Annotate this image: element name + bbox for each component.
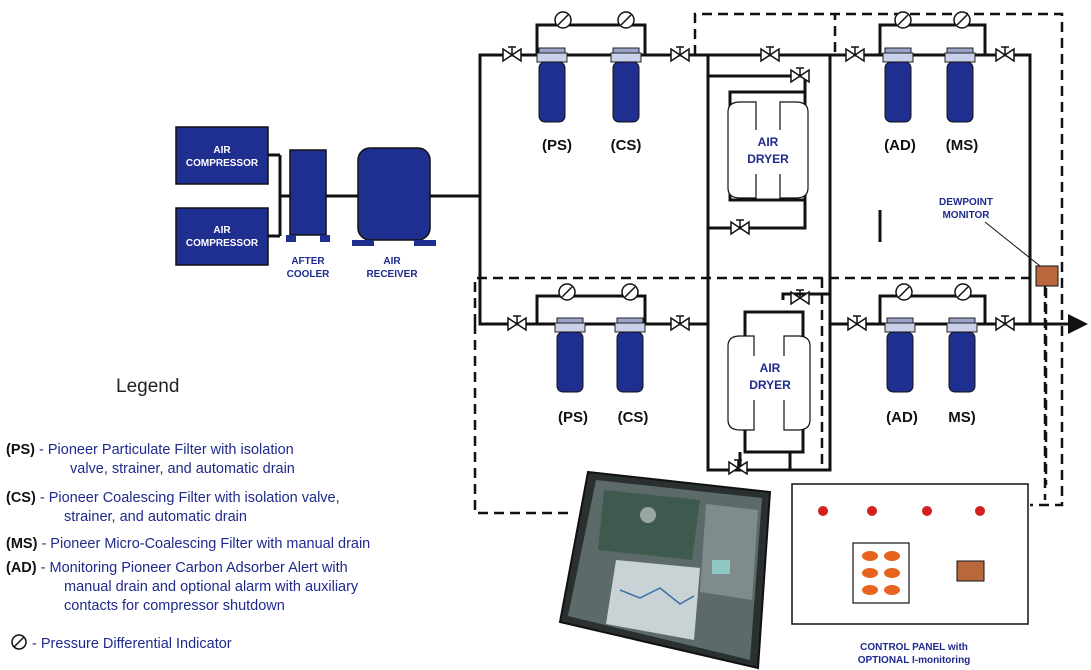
code-ms-top: (MS) xyxy=(946,137,979,154)
dryer-top-label: DRYER xyxy=(747,152,789,166)
control-panel-label-1: CONTROL PANEL with xyxy=(860,642,968,653)
code-ad-bottom: (AD) xyxy=(886,409,918,426)
svg-text:AIR: AIR xyxy=(760,361,781,375)
filter-ad-top xyxy=(883,48,913,122)
valve-icon xyxy=(996,47,1014,61)
legend-title: Legend xyxy=(116,376,179,398)
air-dryer-bottom: AIR DRYER xyxy=(728,312,810,452)
after-cooler-label-1: AFTER xyxy=(291,256,325,267)
code-ps-bottom: (PS) xyxy=(558,409,588,426)
pressure-gauge-icon xyxy=(622,284,638,300)
pressure-gauge-icon xyxy=(896,284,912,300)
filter-ms-bottom xyxy=(947,318,977,392)
valve-icon xyxy=(996,316,1014,330)
legend-item-cs: (CS) - Pioneer Coalescing Filter with is… xyxy=(6,489,340,527)
filter-ms-top xyxy=(945,48,975,122)
pressure-gauge-icon xyxy=(555,12,571,28)
indicator-light-icon xyxy=(867,506,877,516)
filter-ps-bottom xyxy=(555,318,585,392)
valve-icon xyxy=(508,316,526,330)
receiver-label-2: RECEIVER xyxy=(366,269,418,280)
pressure-gauge-icon xyxy=(954,12,970,28)
pressure-gauge-icon xyxy=(559,284,575,300)
filter-ps-top xyxy=(537,48,567,122)
filter-cs-top xyxy=(611,48,641,122)
compressor-2-label: COMPRESSOR xyxy=(186,238,259,249)
indicator-light-icon xyxy=(818,506,828,516)
indicator-light-icon xyxy=(975,506,985,516)
valve-icon xyxy=(848,316,866,330)
control-panel: CONTROL PANEL with OPTIONAL I-monitoring xyxy=(792,484,1028,666)
pressure-gauge-icon xyxy=(618,12,634,28)
dewpoint-label-1: DEWPOINT xyxy=(939,197,993,208)
dryer-bottom-label: DRYER xyxy=(749,378,791,392)
valve-icon xyxy=(761,47,779,61)
code-cs-bottom: (CS) xyxy=(618,409,649,426)
dewpoint-monitor: DEWPOINT MONITOR xyxy=(939,197,1058,286)
after-cooler: AFTER COOLER xyxy=(286,150,330,280)
valve-icon xyxy=(791,68,809,82)
air-dryer-top: AIR DRYER xyxy=(728,92,808,200)
pressure-gauge-icon xyxy=(955,284,971,300)
filter-cs-bottom xyxy=(615,318,645,392)
valve-icon xyxy=(791,290,809,304)
code-ps-top: (PS) xyxy=(542,137,572,154)
valve-icon xyxy=(671,47,689,61)
outlet-arrow-icon xyxy=(1068,314,1088,334)
legend-item-ad: (AD) - Monitoring Pioneer Carbon Adsorbe… xyxy=(6,559,358,616)
receiver-label-1: AIR xyxy=(383,256,401,267)
pressure-differential-icon xyxy=(10,633,28,651)
svg-text:AIR: AIR xyxy=(758,135,779,149)
code-cs-top: (CS) xyxy=(611,137,642,154)
pressure-gauge-icon xyxy=(895,12,911,28)
legend-item-ms: (MS) - Pioneer Micro-Coalescing Filter w… xyxy=(6,535,370,554)
svg-text:AIR: AIR xyxy=(213,145,231,156)
filter-ad-bottom xyxy=(885,318,915,392)
monitoring-screen xyxy=(560,472,770,668)
air-compressor-2: AIR COMPRESSOR xyxy=(176,208,268,265)
dewpoint-label-2: MONITOR xyxy=(942,210,990,221)
legend-item-ps: (PS) - Pioneer Particulate Filter with i… xyxy=(6,441,295,479)
code-ad-top: (AD) xyxy=(884,137,916,154)
indicator-light-icon xyxy=(922,506,932,516)
valve-icon xyxy=(731,220,749,234)
control-panel-label-2: OPTIONAL I-monitoring xyxy=(858,655,971,666)
air-compressor-1: AIR COMPRESSOR xyxy=(176,127,268,184)
svg-text:AIR: AIR xyxy=(213,225,231,236)
after-cooler-label-2: COOLER xyxy=(287,269,331,280)
legend-item-pdi: - Pressure Differential Indicator xyxy=(10,633,232,654)
code-ms-bottom: MS) xyxy=(948,409,976,426)
compressor-1-label: COMPRESSOR xyxy=(186,158,259,169)
valve-icon xyxy=(671,316,689,330)
valve-icon xyxy=(729,460,747,474)
valve-icon xyxy=(846,47,864,61)
air-receiver: AIR RECEIVER xyxy=(352,148,436,280)
valve-icon xyxy=(503,47,521,61)
